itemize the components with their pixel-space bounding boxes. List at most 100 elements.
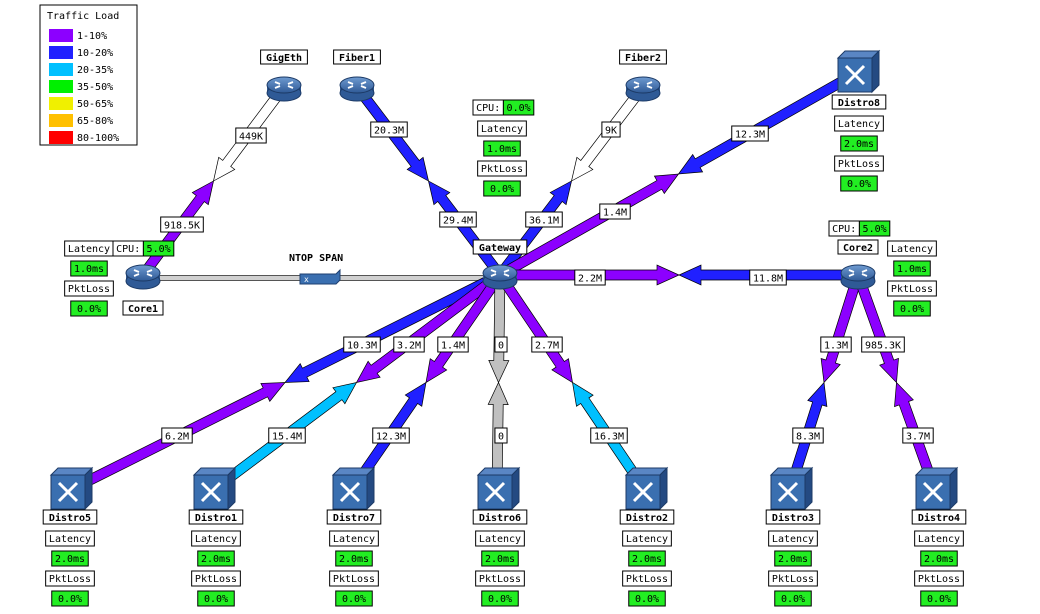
- switch-icon: [331, 466, 376, 511]
- legend-label: 50-65%: [77, 99, 113, 110]
- node-gateway[interactable]: Gateway: [472, 239, 528, 290]
- pktloss-label-box: [887, 280, 937, 297]
- bandwidth-label-box: [820, 336, 852, 353]
- node-distro7[interactable]: Distro7: [326, 466, 382, 525]
- bandwidth-label: 15.4M: [272, 432, 302, 443]
- node-name-box: [260, 49, 308, 65]
- node-fiber2[interactable]: Fiber2: [619, 49, 667, 102]
- node-core2[interactable]: Core2: [837, 239, 879, 290]
- bandwidth-label: 1.3M: [824, 341, 848, 352]
- switch-icon: [49, 466, 94, 511]
- node-distro1[interactable]: Distro1: [188, 466, 244, 525]
- bandwidth-label-box: [731, 125, 769, 142]
- pktloss-value: 0.0%: [847, 179, 871, 190]
- pktloss-label: PktLoss: [772, 574, 814, 585]
- svg-text:x: x: [304, 275, 309, 284]
- legend-item: 80-100%: [49, 131, 119, 144]
- legend-item: 20-35%: [49, 63, 113, 76]
- latency-label-box: [45, 530, 95, 547]
- legend-swatch: [49, 80, 73, 93]
- link-gateway-distro5[interactable]: 10.3M6.2M: [67, 270, 503, 495]
- cpu-value: 5.0%: [863, 224, 887, 235]
- bandwidth-label: 12.3M: [376, 432, 406, 443]
- node-distro8[interactable]: Distro8: [831, 49, 887, 110]
- latency-value-box: [920, 550, 958, 567]
- node-name-box: [42, 509, 98, 525]
- link-gateway-core2[interactable]: 2.2M 11.8M: [499, 264, 859, 286]
- node-distro6[interactable]: Distro6: [472, 466, 528, 525]
- pktloss-label-box: [45, 570, 95, 587]
- node-name-box: [831, 94, 887, 110]
- pktloss-value-box: [774, 590, 812, 607]
- node-fiber1[interactable]: Fiber1: [333, 49, 381, 102]
- link-arrow-gateway-out: [497, 173, 680, 280]
- bandwidth-label-box: [437, 336, 469, 353]
- node-name-box: [122, 300, 164, 316]
- node-distro2[interactable]: Distro2: [619, 466, 675, 525]
- latency-label: Latency: [772, 534, 814, 545]
- latency-value-box: [628, 550, 666, 567]
- latency-label-box: [768, 530, 818, 547]
- bandwidth-label-box: [525, 211, 563, 228]
- node-distro5[interactable]: Distro5: [42, 466, 98, 525]
- latency-label-box: [834, 115, 884, 132]
- bandwidth-label-box: [494, 336, 508, 353]
- pktloss-label: PktLoss: [838, 159, 880, 170]
- pktloss-label-box: [914, 570, 964, 587]
- bandwidth-label: 0: [498, 341, 504, 352]
- link-core2-distro3[interactable]: 1.3M 8.3M: [784, 273, 864, 492]
- node-name: Distro1: [195, 512, 237, 524]
- pktloss-value-box: [481, 590, 519, 607]
- legend-label: 10-20%: [77, 48, 113, 59]
- latency-value-box: [197, 550, 235, 567]
- latency-label-box: [475, 530, 525, 547]
- node-core1[interactable]: Core1: [122, 264, 164, 316]
- node-name: Core2: [843, 243, 873, 254]
- link-arrow-distro8-out: [677, 68, 860, 175]
- node-gigeth[interactable]: GigEth: [260, 49, 308, 102]
- latency-value: 2.0ms: [632, 554, 662, 565]
- pktloss-value: 0.0%: [635, 594, 659, 605]
- node-name-box: [326, 509, 382, 525]
- bandwidth-label: 11.8M: [753, 274, 783, 285]
- bandwidth-label: 2.2M: [578, 274, 602, 285]
- pktloss-value-box: [628, 590, 666, 607]
- span-link[interactable]: x NTOP SPAN: [143, 249, 500, 285]
- pktloss-value-box: [893, 300, 931, 317]
- latency-value-box: [840, 135, 878, 152]
- bandwidth-label: 2.7M: [535, 341, 559, 352]
- node-name-box: [472, 509, 528, 525]
- latency-value-box: [335, 550, 373, 567]
- pktloss-label-box: [834, 155, 884, 172]
- pktloss-label: PktLoss: [626, 574, 668, 585]
- latency-label: Latency: [49, 534, 91, 545]
- latency-label-box: [191, 530, 241, 547]
- legend-swatch: [49, 63, 73, 76]
- legend-swatch: [49, 29, 73, 42]
- link-gateway-distro6[interactable]: 00: [487, 274, 510, 491]
- node-distro4[interactable]: Distro4: [911, 466, 967, 525]
- pktloss-label-box: [191, 570, 241, 587]
- switch-icon: [769, 466, 814, 511]
- bandwidth-label-box: [601, 121, 621, 138]
- latency-value: 2.0ms: [55, 554, 85, 565]
- bandwidth-label-box: [370, 121, 408, 138]
- bandwidth-label: 8.3M: [796, 432, 820, 443]
- latency-value-box: [774, 550, 812, 567]
- latency-label: Latency: [481, 124, 523, 135]
- link-distro8-gateway[interactable]: 12.3M1.4M: [497, 68, 860, 280]
- switch-icon: [624, 466, 669, 511]
- legend-item: 65-80%: [49, 114, 113, 127]
- bandwidth-label-box: [235, 127, 267, 144]
- latency-value: 2.0ms: [844, 139, 874, 150]
- cpu-value: 5.0%: [147, 244, 171, 255]
- node-distro3[interactable]: Distro3: [765, 466, 821, 525]
- latency-value: 2.0ms: [924, 554, 954, 565]
- node-name: Distro8: [838, 97, 880, 109]
